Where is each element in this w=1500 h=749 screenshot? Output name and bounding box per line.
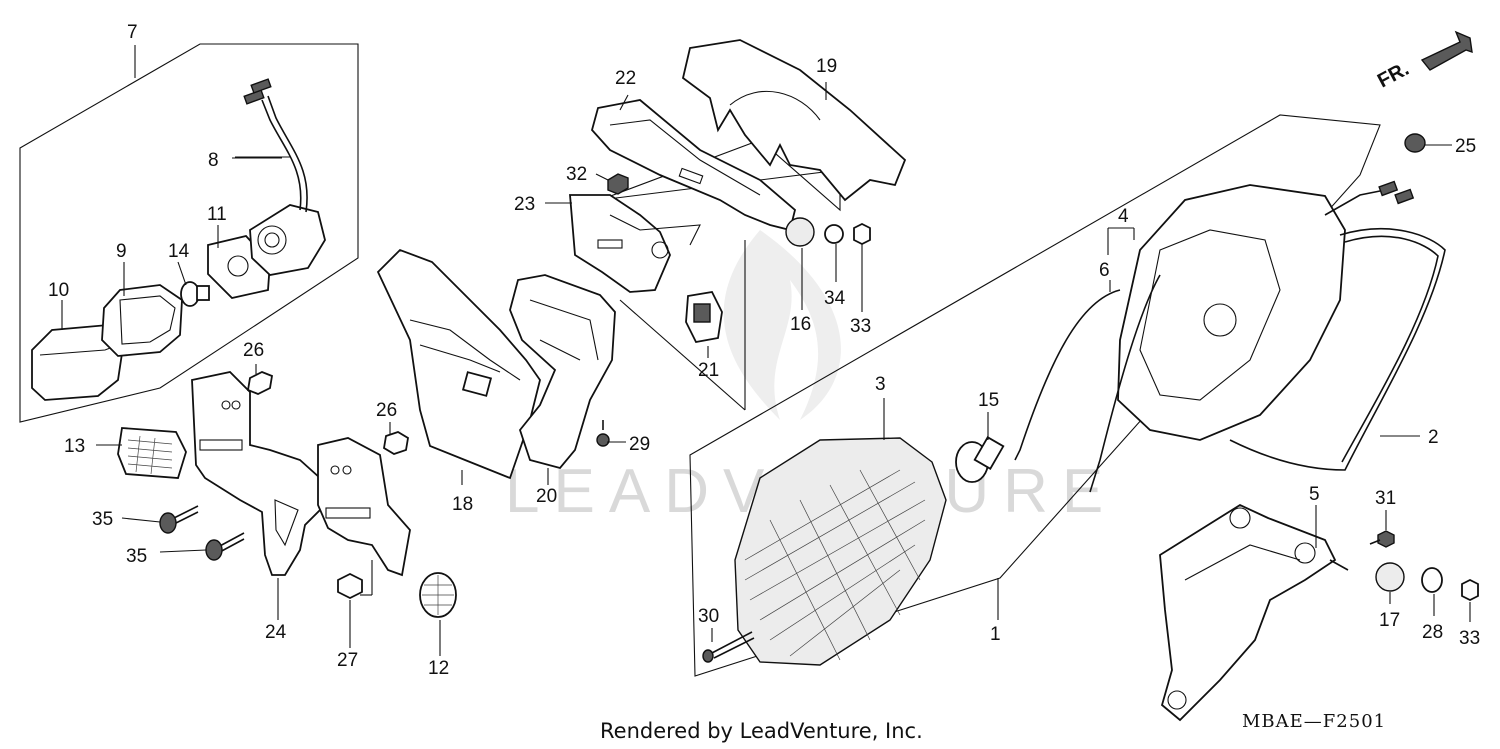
washer-34	[824, 224, 844, 244]
callout-31: 31	[1375, 488, 1396, 509]
splash-guard	[509, 274, 616, 470]
callout-29: 29	[629, 434, 650, 455]
callout-26a: 26	[243, 340, 264, 361]
footer-credit: Rendered by LeadVenture, Inc.	[600, 719, 923, 743]
diagram-code: MBAE—F2501	[1242, 711, 1386, 732]
taillight-bracket-group	[1159, 503, 1479, 722]
license-lens	[31, 324, 125, 401]
callout-3: 3	[875, 374, 886, 395]
callout-6: 6	[1099, 260, 1110, 281]
callout-33a: 33	[850, 316, 871, 337]
taillight-housing	[1117, 184, 1346, 441]
callout-32: 32	[566, 164, 587, 185]
callout-8: 8	[208, 150, 219, 171]
license-cord-housing	[249, 204, 326, 276]
callout-12: 12	[428, 658, 449, 679]
nut-33b	[1461, 578, 1479, 602]
grommet-25	[1404, 133, 1426, 153]
callout-4: 4	[1118, 206, 1129, 227]
screw-31	[1377, 530, 1395, 548]
callout-21: 21	[698, 360, 719, 381]
plate-bracket-group	[117, 371, 457, 618]
callout-25: 25	[1455, 136, 1476, 157]
callout-11: 11	[207, 204, 227, 225]
callout-19: 19	[816, 56, 837, 77]
license-light-group	[19, 43, 359, 423]
callout-35a: 35	[92, 509, 113, 530]
leader-lines	[61, 82, 1471, 656]
callout-14: 14	[168, 241, 190, 262]
callout-27: 27	[337, 650, 358, 671]
plate-holder	[317, 437, 411, 577]
screw-26b	[383, 431, 409, 455]
plate-bracket	[191, 371, 323, 576]
direction-label: FR.	[1374, 58, 1413, 93]
rear-fender-group	[376, 248, 616, 480]
callout-26b: 26	[376, 400, 397, 421]
callout-28: 28	[1422, 622, 1443, 643]
callout-22: 22	[615, 68, 636, 89]
side-reflector	[117, 427, 187, 479]
grommet-16	[785, 217, 815, 247]
callout-35b: 35	[126, 546, 147, 567]
license-light-base	[101, 284, 183, 357]
callout-17: 17	[1379, 610, 1400, 631]
nut-32	[607, 173, 629, 195]
callout-labels: 7 8 11 9 14 10 13 35 35 26 26 24 27 12 1…	[48, 22, 1480, 679]
front-arrow-icon	[1420, 30, 1473, 71]
callout-2: 2	[1428, 427, 1439, 448]
callout-34: 34	[824, 288, 846, 309]
callout-23: 23	[514, 194, 535, 215]
rear-stay	[591, 99, 797, 232]
taillight-bracket	[1159, 503, 1337, 722]
callout-15: 15	[978, 390, 999, 411]
callout-18: 18	[452, 494, 473, 515]
callout-24: 24	[265, 622, 287, 643]
callout-20: 20	[536, 486, 557, 507]
callout-13: 13	[64, 436, 85, 457]
rear-cover-group	[569, 39, 907, 411]
bolt-35a	[159, 505, 199, 534]
grommet-17	[1375, 562, 1405, 592]
collar-28	[1421, 567, 1443, 593]
callout-33b: 33	[1459, 628, 1480, 649]
front-direction-indicator: FR.	[1374, 30, 1473, 93]
callout-9: 9	[116, 241, 127, 262]
license-bracket	[569, 194, 671, 293]
callout-30: 30	[698, 606, 719, 627]
nut-33a	[853, 222, 871, 246]
callout-7: 7	[127, 22, 138, 43]
taillight-group	[689, 114, 1446, 677]
callout-1: 1	[990, 624, 1001, 645]
screw-26a	[246, 371, 274, 395]
nut-27	[337, 572, 363, 600]
callout-5: 5	[1309, 484, 1320, 505]
bolt-35b	[205, 532, 245, 561]
rear-fender	[376, 248, 541, 480]
screw-29	[596, 433, 610, 447]
screw-30	[709, 631, 753, 655]
callout-10: 10	[48, 280, 69, 301]
rear-upper-cover	[681, 39, 907, 202]
callout-16: 16	[790, 314, 811, 335]
